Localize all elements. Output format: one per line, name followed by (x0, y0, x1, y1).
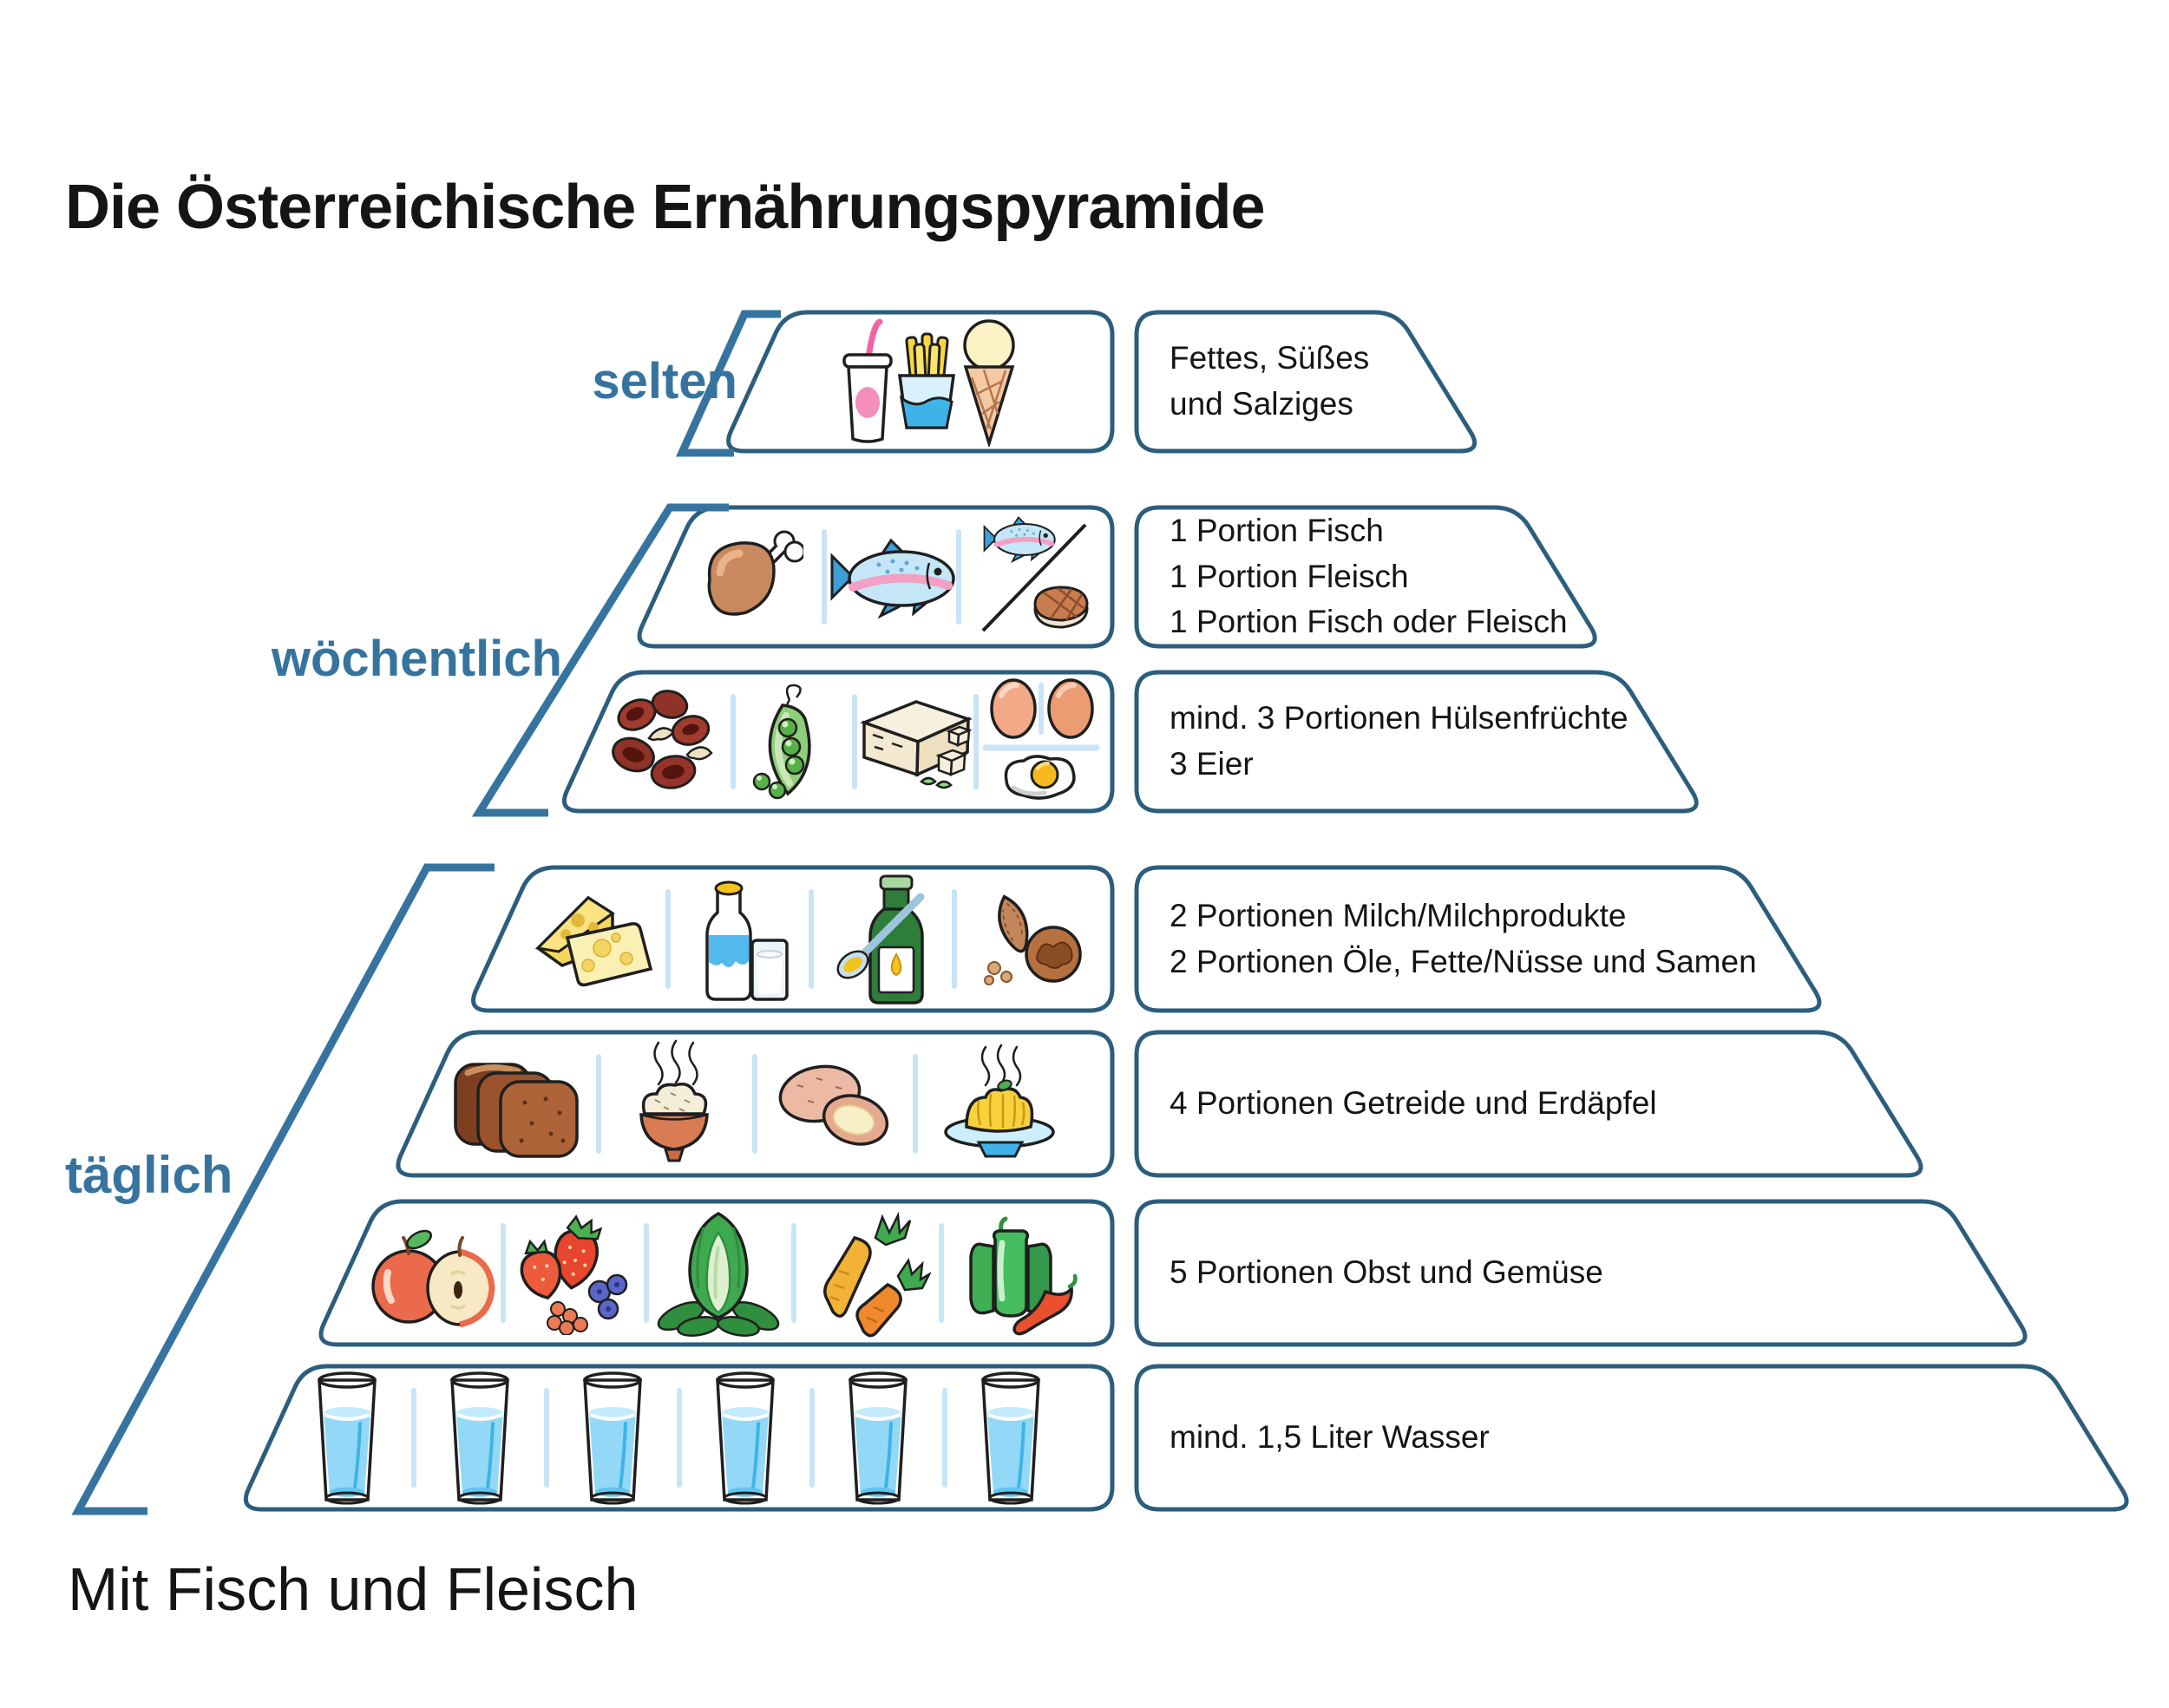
rice-bowl-icon (624, 1039, 726, 1174)
text-box-row-5 (1134, 1030, 1923, 1178)
bracket-taeglich (71, 863, 495, 1515)
water-glass-icon (311, 1370, 383, 1511)
noodle-plate-icon (932, 1044, 1064, 1169)
french-fries-icon (889, 332, 964, 435)
berries-icon (508, 1212, 638, 1339)
portion-text-row-1: Fettes, Süßes und Salziges (1137, 312, 1430, 451)
portion-line: 3 Eier (1170, 746, 1254, 782)
eggs-fried-egg-icon (980, 677, 1102, 811)
portion-text-row-4: 2 Portionen Milch/Milchprodukte 2 Portio… (1137, 867, 1757, 1011)
lettuce-icon (653, 1208, 783, 1343)
frequency-label-selten: selten (592, 353, 737, 409)
bracket-woechentlich (471, 503, 729, 817)
chicken-drumstick-icon (698, 526, 806, 632)
portion-line: 2 Portionen Öle, Fette/Nüsse und Samen (1170, 943, 1757, 979)
frequency-label-woechentlich: wöchentlich (271, 631, 562, 687)
cheese-icon (529, 884, 659, 999)
kidney-beans-icon (607, 685, 729, 802)
portion-line: und Salziges (1170, 386, 1353, 422)
bracket-selten (676, 310, 781, 457)
portion-line: 1 Portion Fisch oder Fleisch (1170, 604, 1568, 640)
text-box-row-2 (1134, 505, 1597, 649)
portion-line: 2 Portionen Milch/Milchprodukte (1170, 897, 1627, 933)
portion-line: 1 Portion Fleisch (1170, 558, 1409, 594)
carrots-icon (801, 1208, 933, 1343)
water-glass-icon (709, 1370, 782, 1511)
water-glass-icon (576, 1370, 649, 1511)
text-box-row-3 (1134, 670, 1699, 814)
portion-line: mind. 3 Portionen Hülsenfrüchte (1170, 700, 1628, 736)
portion-text-row-7: mind. 1,5 Liter Wasser (1137, 1366, 1950, 1509)
milk-bottle-glass-icon (683, 874, 792, 1009)
fish-or-steak-icon (969, 513, 1099, 645)
water-glass-icon (974, 1370, 1047, 1511)
text-box-row-4 (1134, 865, 1822, 1013)
potatoes-icon (771, 1056, 894, 1157)
portion-text-row-6: 5 Portionen Obst und Gemüse (1137, 1201, 1864, 1345)
water-glass-icon (842, 1370, 914, 1511)
portion-line: mind. 1,5 Liter Wasser (1170, 1419, 1490, 1456)
oil-bottle-spoon-icon (823, 871, 938, 1012)
tofu-icon (849, 690, 979, 798)
portion-line: 1 Portion Fisch (1170, 513, 1384, 549)
footer-caption: Mit Fisch und Fleisch (68, 1555, 639, 1623)
portion-line: 4 Portionen Getreide und Erdäpfel (1170, 1085, 1657, 1122)
portion-line: 5 Portionen Obst und Gemüse (1170, 1254, 1603, 1291)
portion-text-row-2: 1 Portion Fisch 1 Portion Fleisch 1 Port… (1137, 507, 1577, 646)
text-box-row-6 (1134, 1199, 2028, 1347)
text-box-row-7 (1134, 1364, 2129, 1512)
portion-text-row-3: mind. 3 Portionen Hülsenfrüchte 3 Eier (1137, 672, 1655, 811)
portion-line: Fettes, Süßes (1170, 340, 1370, 376)
fish-icon (827, 535, 957, 623)
apple-icon (369, 1217, 499, 1334)
bell-pepper-chili-icon (948, 1208, 1078, 1343)
portion-text-row-5: 4 Portionen Getreide und Erdäpfel (1137, 1032, 1777, 1175)
bread-icon (445, 1050, 587, 1162)
text-box-row-1 (1134, 310, 1478, 454)
soda-cup-icon (829, 317, 906, 451)
pea-pod-icon (741, 681, 842, 807)
nuts-icon (970, 888, 1086, 995)
frequency-label-taeglich: täglich (65, 1146, 233, 1204)
water-glass-icon (443, 1370, 516, 1511)
page-title: Die Österreichische Ernährungspyramide (65, 173, 1266, 243)
ice-cream-cone-icon (958, 317, 1020, 451)
